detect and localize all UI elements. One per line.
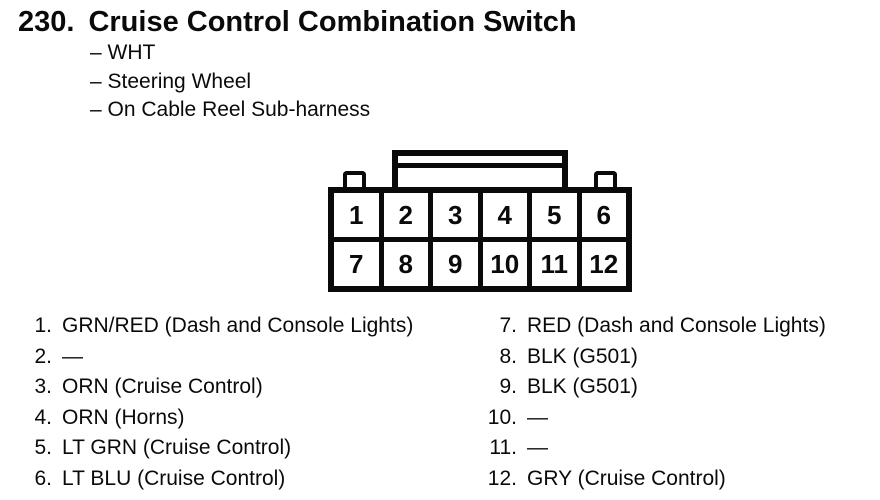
pin-description: — [527, 436, 548, 459]
pin-number: 4. [34, 405, 52, 429]
connector-pin-cell: 3 [433, 193, 478, 237]
item-number: 230. [18, 6, 75, 38]
pin-row: 6. LT BLU (Cruise Control) [18, 464, 459, 495]
pin-description: GRY (Cruise Control) [527, 466, 726, 490]
connector-latch [392, 150, 568, 193]
connector-pin-cell: 11 [532, 242, 577, 286]
connector-pin-cell: 7 [334, 242, 379, 286]
pin-description: ORN (Horns) [62, 405, 185, 429]
pin-row: 2. — [18, 342, 459, 373]
connector-pin-cell: 8 [383, 242, 428, 286]
pin-row: 1. GRN/RED (Dash and Console Lights) [18, 311, 459, 342]
pin-number: 2. [34, 344, 52, 368]
attribute-item: – Steering Wheel [90, 69, 252, 93]
pin-row: 4. ORN (Horns) [18, 403, 459, 434]
pin-number: 3. [34, 375, 52, 398]
connector-pin-cell: 4 [482, 193, 527, 237]
connector-diagram: 1 2 3 4 5 6 7 8 9 10 11 12 [328, 150, 632, 292]
connector-pin-cell: 12 [581, 242, 626, 286]
pin-description: ORN (Cruise Control) [62, 375, 263, 398]
pin-number: 8. [499, 344, 517, 368]
connector-pin-cell: 9 [433, 242, 478, 286]
pin-description: BLK (G501) [527, 344, 638, 368]
attribute-item: – WHT [90, 41, 156, 64]
pin-number: 7. [499, 314, 517, 337]
title-text: Cruise Control Combination Switch [88, 6, 577, 38]
connector-pin-cell: 1 [334, 193, 379, 237]
connector-pin-cell: 10 [482, 242, 527, 286]
pin-row: 7. RED (Dash and Console Lights) [477, 311, 826, 342]
pin-number: 12. [487, 466, 517, 490]
pin-description: — [62, 344, 83, 368]
pin-number: 9. [499, 375, 517, 398]
pin-list-left: 1. GRN/RED (Dash and Console Lights) 2. … [18, 311, 459, 494]
pin-description: LT GRN (Cruise Control) [62, 436, 292, 459]
pin-number: 11. [489, 436, 517, 459]
pin-description: GRN/RED (Dash and Console Lights) [62, 314, 414, 337]
pin-row: 11. — [477, 433, 826, 464]
pin-row: 12. GRY (Cruise Control) [477, 464, 826, 495]
attribute-item: – On Cable Reel Sub-harness [90, 98, 371, 121]
pin-row: 5. LT GRN (Cruise Control) [18, 433, 459, 464]
pin-description: — [527, 405, 548, 429]
pin-description: RED (Dash and Console Lights) [527, 314, 826, 337]
connector-pin-cell: 6 [581, 193, 626, 237]
pin-list-right: 7. RED (Dash and Console Lights) 8. BLK … [477, 311, 826, 494]
pin-number: 10. [487, 405, 517, 429]
pin-row: 9. BLK (G501) [477, 372, 826, 403]
pin-row: 3. ORN (Cruise Control) [18, 372, 459, 403]
pin-description: BLK (G501) [527, 375, 638, 398]
connector-pin-cell: 5 [532, 193, 577, 237]
pin-number: 5. [34, 436, 52, 459]
pin-number: 1. [34, 314, 52, 337]
latch-divider-line [398, 163, 562, 168]
pin-description-columns: 1. GRN/RED (Dash and Console Lights) 2. … [0, 311, 880, 494]
pin-number: 6. [34, 466, 52, 490]
pin-row: 10. — [477, 403, 826, 434]
attribute-list: – WHT – Steering Wheel – On Cable Reel S… [90, 39, 370, 125]
page-title: 230. Cruise Control Combination Switch [18, 5, 577, 39]
pin-row: 8. BLK (G501) [477, 342, 826, 373]
connector-body: 1 2 3 4 5 6 7 8 9 10 11 12 [328, 187, 632, 292]
connector-pin-cell: 2 [383, 193, 428, 237]
pin-description: LT BLU (Cruise Control) [62, 466, 286, 490]
